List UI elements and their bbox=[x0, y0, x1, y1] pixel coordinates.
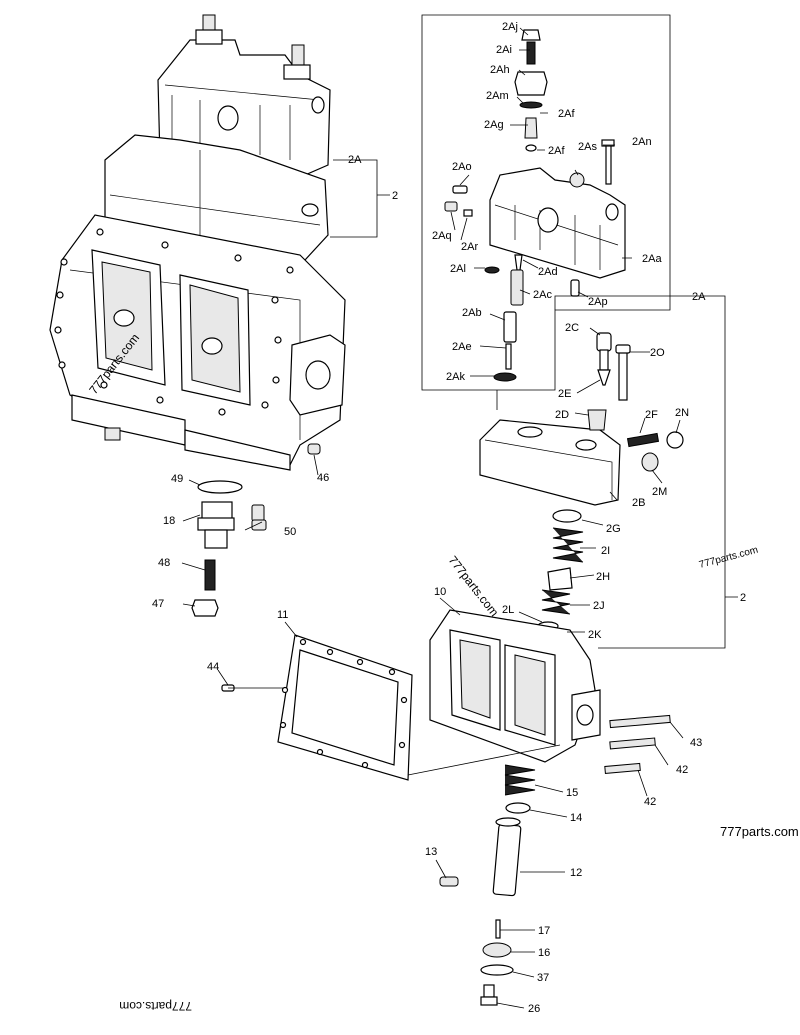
label-44: 44 bbox=[207, 661, 219, 673]
label-42-lower: 42 bbox=[644, 796, 656, 808]
spring-15 bbox=[504, 764, 536, 796]
label-43: 43 bbox=[690, 737, 702, 749]
label-11: 11 bbox=[277, 609, 288, 621]
label-15: 15 bbox=[566, 787, 578, 799]
label-2Ag: 2Ag bbox=[484, 119, 504, 131]
callout-labels: 2Aj 2Ai 2Ah 2Am 2Af 2Ag 2Af 2As 2An 2Ao … bbox=[152, 21, 746, 1015]
housing-bolt-holes bbox=[54, 228, 294, 416]
label-2A-top: 2A bbox=[348, 154, 362, 166]
label-2Aa: 2Aa bbox=[642, 253, 662, 265]
lower-housing-assembly bbox=[221, 609, 671, 1006]
label-46: 46 bbox=[317, 472, 329, 484]
inset-frame-2A bbox=[330, 14, 738, 649]
label-2E: 2E bbox=[558, 388, 571, 400]
label-2Ar: 2Ar bbox=[461, 241, 478, 253]
block-2B-parts bbox=[479, 332, 684, 636]
label-2A-right: 2A bbox=[692, 291, 706, 303]
spring-2J bbox=[541, 589, 571, 615]
label-2L: 2L bbox=[502, 604, 514, 616]
label-2An: 2An bbox=[632, 136, 652, 148]
label-2As: 2As bbox=[578, 141, 597, 153]
label-2Ao: 2Ao bbox=[452, 161, 472, 173]
label-2C: 2C bbox=[565, 322, 579, 334]
label-2Ak: 2Ak bbox=[446, 371, 465, 383]
label-13: 13 bbox=[425, 846, 437, 858]
label-2Aj: 2Aj bbox=[502, 21, 518, 33]
label-2O: 2O bbox=[650, 347, 665, 359]
left-lower-parts bbox=[191, 443, 321, 617]
label-37: 37 bbox=[537, 972, 549, 984]
label-10: 10 bbox=[434, 586, 446, 598]
label-2D: 2D bbox=[555, 409, 569, 421]
label-2Af-upper: 2Af bbox=[558, 108, 575, 120]
label-16: 16 bbox=[538, 947, 550, 959]
label-12: 12 bbox=[570, 867, 582, 879]
spring-2I bbox=[552, 527, 584, 563]
label-2Ai: 2Ai bbox=[496, 44, 512, 56]
valve-stack-parts bbox=[444, 29, 626, 382]
label-2-right: 2 bbox=[740, 592, 746, 604]
label-49: 49 bbox=[171, 473, 183, 485]
label-2Am: 2Am bbox=[486, 90, 509, 102]
label-26: 26 bbox=[528, 1003, 540, 1015]
label-2K: 2K bbox=[588, 629, 602, 641]
label-48: 48 bbox=[158, 557, 170, 569]
watermark-3: 777parts.com bbox=[446, 553, 502, 619]
label-2Af-lower: 2Af bbox=[548, 145, 565, 157]
label-18: 18 bbox=[163, 515, 175, 527]
label-2Ae: 2Ae bbox=[452, 341, 472, 353]
label-2Ad: 2Ad bbox=[538, 266, 558, 278]
label-2M: 2M bbox=[652, 486, 667, 498]
label-2F: 2F bbox=[645, 409, 658, 421]
label-2N: 2N bbox=[675, 407, 689, 419]
label-2Ab: 2Ab bbox=[462, 307, 482, 319]
label-2G: 2G bbox=[606, 523, 621, 535]
label-2H: 2H bbox=[596, 571, 610, 583]
label-2Al: 2Al bbox=[450, 263, 466, 275]
label-17: 17 bbox=[538, 925, 550, 937]
label-42-upper: 42 bbox=[676, 764, 688, 776]
label-2-top: 2 bbox=[392, 190, 398, 202]
main-pump-assembly bbox=[49, 14, 346, 471]
label-50: 50 bbox=[284, 526, 296, 538]
label-14: 14 bbox=[570, 812, 582, 824]
label-2J: 2J bbox=[593, 600, 605, 612]
label-2Aq: 2Aq bbox=[432, 230, 452, 242]
leader-lines bbox=[181, 27, 684, 1009]
watermark-4: 777parts.com bbox=[720, 824, 799, 839]
label-2I: 2I bbox=[601, 545, 610, 557]
label-2Ah: 2Ah bbox=[490, 64, 510, 76]
label-2B: 2B bbox=[632, 497, 645, 509]
label-2Ap: 2Ap bbox=[588, 296, 608, 308]
watermark-5: 777parts.com bbox=[119, 999, 192, 1013]
label-2Ac: 2Ac bbox=[533, 289, 552, 301]
watermark-2: 777parts.com bbox=[698, 545, 759, 571]
label-47: 47 bbox=[152, 598, 164, 610]
